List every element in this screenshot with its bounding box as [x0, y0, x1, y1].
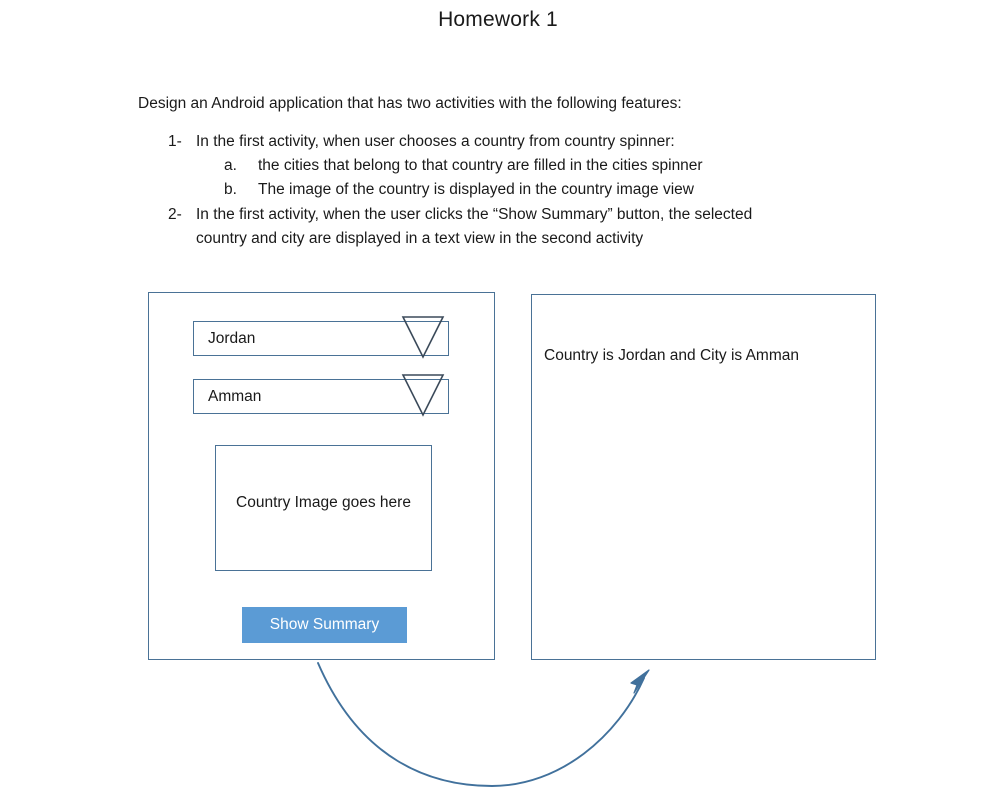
list-subitem-text: the cities that belong to that country a… [258, 157, 703, 175]
chevron-down-triangle-icon[interactable] [400, 372, 446, 419]
list-item-text: In the first activity, when the user cli… [196, 205, 753, 223]
country-image-view: Country Image goes here [215, 445, 432, 571]
list-subitem-marker: b. [224, 181, 237, 199]
chevron-down-triangle-icon[interactable] [400, 314, 446, 361]
list-item-text-line2: country and city are displayed in a text… [196, 229, 644, 247]
list-item-marker: 2- [168, 205, 182, 223]
requirements-list: 1- In the first activity, when user choo… [138, 130, 898, 251]
city-spinner[interactable]: Amman [193, 374, 449, 417]
country-image-placeholder-text: Country Image goes here [236, 494, 411, 511]
show-summary-button[interactable]: Show Summary [242, 607, 407, 643]
country-spinner-value: Jordan [208, 329, 256, 347]
list-subitem-marker: a. [224, 157, 237, 175]
intro-paragraph: Design an Android application that has t… [138, 95, 682, 112]
summary-text-view: Country is Jordan and City is Amman [544, 347, 799, 364]
activity-one-panel: Jordan Amman Country Image goes here Sho… [148, 292, 495, 660]
list-item-text: In the first activity, when user chooses… [196, 133, 675, 150]
list-item: 1- In the first activity, when user choo… [138, 130, 898, 154]
list-subitem-text: The image of the country is displayed in… [258, 181, 694, 199]
activity-two-panel: Country is Jordan and City is Amman [531, 294, 876, 660]
list-item: 2- In the first activity, when the user … [138, 203, 898, 251]
city-spinner-value: Amman [208, 387, 262, 405]
country-spinner[interactable]: Jordan [193, 316, 449, 359]
page-title: Homework 1 [438, 8, 558, 31]
list-subitem: a. the cities that belong to that countr… [138, 154, 898, 178]
list-item-marker: 1- [168, 133, 182, 150]
list-subitem: b. The image of the country is displayed… [138, 178, 898, 202]
